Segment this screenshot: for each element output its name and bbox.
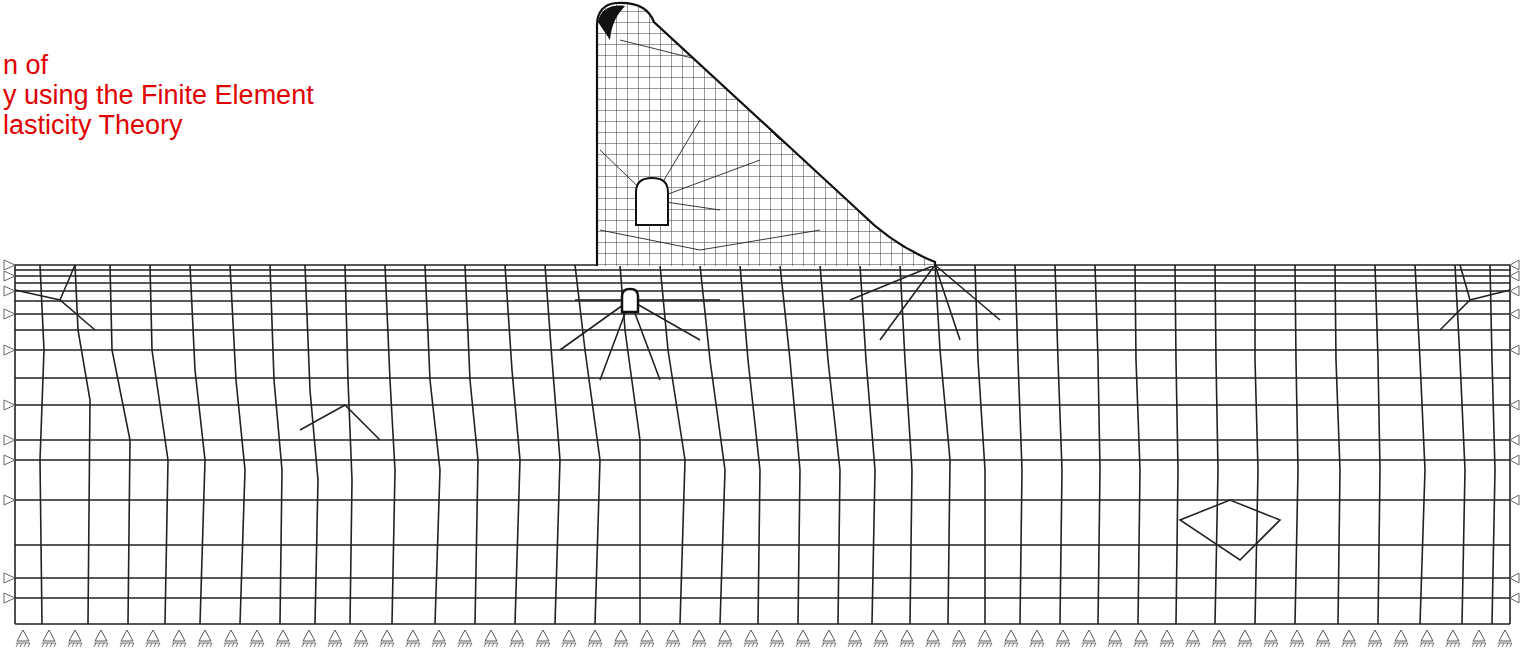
title-fragment: n of [3, 50, 48, 80]
title-fragment: y using the Finite Element [3, 80, 314, 110]
foundation-mesh [15, 265, 1510, 624]
title-fragment: lasticity Theory [3, 110, 183, 140]
gallery-opening [636, 178, 668, 225]
drainage-gallery [622, 289, 638, 312]
dam-mesh [590, 0, 940, 270]
boundary-supports [4, 260, 1519, 603]
bottom-supports [10, 625, 1512, 649]
crest-dense-mesh [598, 6, 625, 40]
dam-outline [597, 3, 935, 266]
